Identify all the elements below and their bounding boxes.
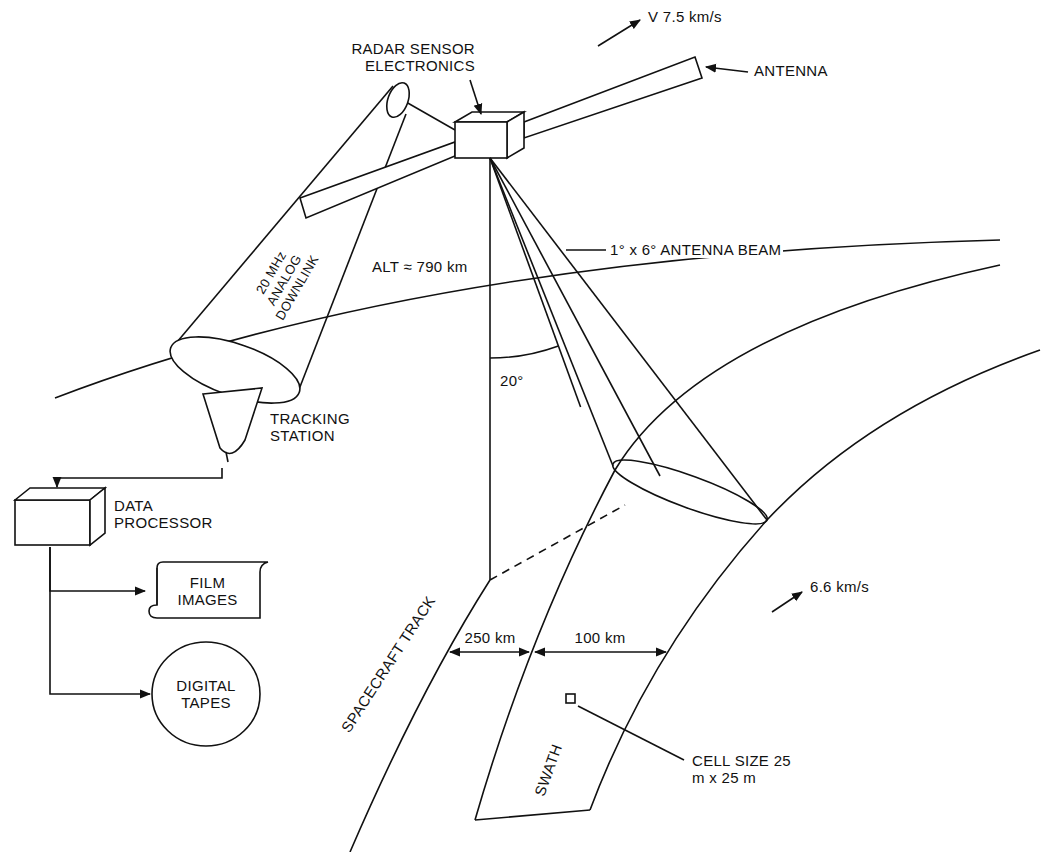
antenna-panel bbox=[300, 142, 455, 218]
swath-label: SWATH bbox=[530, 740, 566, 800]
nadir-line bbox=[489, 158, 491, 580]
processor-cube bbox=[15, 500, 90, 545]
velocity-label: 6.6 km/s bbox=[808, 578, 871, 595]
scroll-outline bbox=[149, 562, 268, 618]
cell-size-label: CELL SIZE 25 m x 25 m bbox=[690, 752, 794, 786]
feed-horn-stem bbox=[226, 452, 228, 462]
digital-tapes-reel: DIGITAL TAPES bbox=[150, 640, 262, 748]
swath-edge bbox=[475, 265, 1000, 820]
node-label: DATA PROCESSOR bbox=[114, 497, 224, 531]
beam-edge bbox=[490, 158, 613, 466]
swath-end bbox=[475, 810, 590, 820]
part-label: ANTENNA bbox=[752, 62, 830, 79]
dimension-label: 100 km bbox=[573, 629, 628, 646]
tracking-station: TRACKING STATION bbox=[200, 398, 380, 468]
angle-arc bbox=[490, 346, 558, 358]
node-label: FILM IMAGES bbox=[166, 574, 250, 608]
dish-strut bbox=[406, 102, 455, 130]
dimension-label: 250 km bbox=[463, 629, 518, 646]
film-images-scroll: FILM IMAGES bbox=[145, 560, 270, 622]
feed-horn bbox=[203, 388, 262, 453]
leader-line bbox=[706, 67, 748, 72]
velocity-arrow bbox=[772, 592, 802, 612]
flow-arrow bbox=[57, 468, 222, 487]
track-label: SPACECRAFT TRACK bbox=[336, 591, 439, 737]
beam-edge bbox=[490, 158, 660, 476]
velocity-arrow bbox=[598, 20, 640, 46]
cell-square bbox=[566, 694, 575, 703]
angle-line bbox=[490, 158, 581, 407]
flow-arrow bbox=[50, 547, 150, 694]
altitude-label: ALT ≈ 790 km bbox=[370, 258, 469, 275]
velocity-label: V 7.5 km/s bbox=[646, 8, 724, 25]
sensor-box bbox=[455, 122, 507, 158]
processor-cube bbox=[90, 488, 105, 545]
reel-outline bbox=[152, 642, 260, 746]
beam-label: 1° x 6° ANTENNA BEAM bbox=[608, 241, 783, 258]
swath-edge bbox=[590, 350, 1040, 810]
sensor-box bbox=[507, 112, 524, 158]
leader-line bbox=[566, 249, 606, 251]
downlink-beam-edge bbox=[172, 86, 393, 348]
leader-line bbox=[578, 706, 684, 760]
node-label: DIGITAL TAPES bbox=[164, 677, 248, 711]
leader-line bbox=[470, 80, 481, 114]
node-label: TRACKING STATION bbox=[270, 410, 370, 444]
scroll-curl bbox=[156, 568, 157, 605]
downlink-dish bbox=[382, 80, 413, 121]
data-processor: DATA PROCESSOR bbox=[12, 487, 232, 547]
flow-arrow bbox=[50, 547, 145, 591]
part-label: RADAR SENSOR ELECTRONICS bbox=[343, 40, 477, 74]
downlink-label: 20 MHz ANALOG DOWNLINK bbox=[244, 232, 325, 327]
angle-label: 20° bbox=[498, 372, 526, 389]
cross-track-line bbox=[490, 505, 625, 580]
beam-edge bbox=[490, 158, 767, 520]
antenna-panel bbox=[524, 57, 702, 138]
dimension-line bbox=[450, 651, 529, 653]
dimension-line bbox=[535, 651, 666, 653]
beam-footprint bbox=[607, 449, 772, 535]
